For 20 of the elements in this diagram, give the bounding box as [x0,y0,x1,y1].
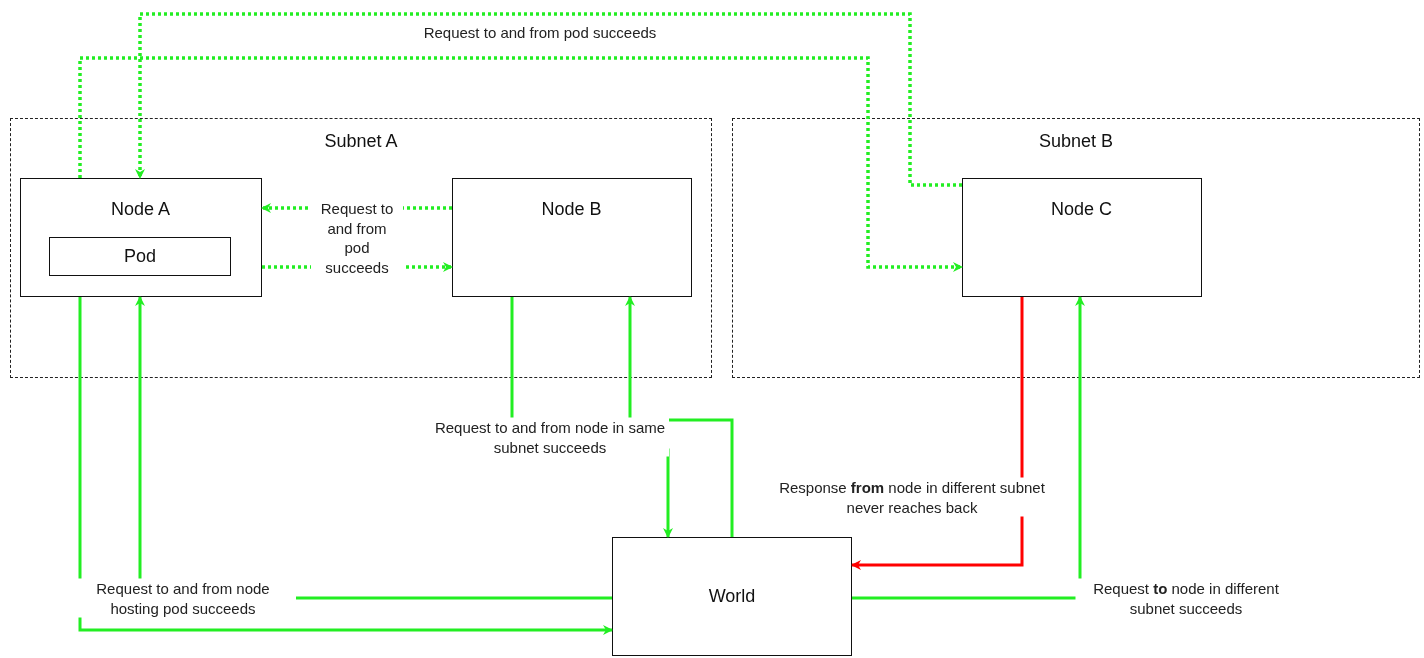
node-label: Node C [1051,198,1112,221]
arrow [78,297,613,635]
node-label: Node B [541,198,602,221]
node-box [612,537,852,656]
node-label: Subnet B [1038,131,1114,153]
node-label: Pod [124,245,156,268]
arrow [135,12,962,187]
subnet-region [732,118,1420,378]
node-box [19,177,262,297]
node-box [451,177,692,297]
arrow [851,297,1024,570]
node-label: Node A [110,198,170,221]
node-label: Subnet A [324,131,398,153]
arrow [852,296,1085,600]
arrow [78,56,963,272]
node-box [961,177,1202,297]
arrow [625,296,734,537]
node-label: World [708,585,756,608]
subnet-region [10,118,712,378]
node-box [49,237,231,276]
